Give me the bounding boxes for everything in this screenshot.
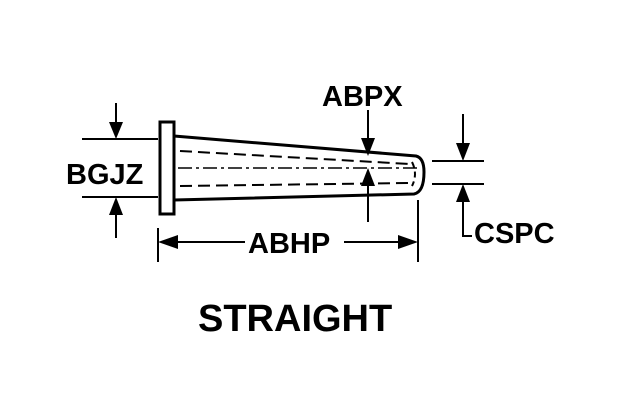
cspc-label: CSPC [474, 218, 555, 250]
cspc-arrow-bottom-head [456, 184, 470, 202]
bgjz-label: BGJZ [66, 159, 143, 191]
diagram-caption: STRAIGHT [198, 298, 392, 340]
bgjz-arrow-top-head [109, 122, 123, 139]
bgjz-arrow-bottom-head [109, 197, 123, 215]
hidden-line-bottom [179, 182, 411, 187]
abpx-arrow-bottom-head [361, 168, 375, 186]
abpx-arrow-top-head [361, 138, 375, 156]
hidden-line-top [179, 150, 411, 165]
abhp-label: ABHP [248, 228, 330, 260]
abhp-arrow-right-head [398, 235, 418, 249]
tapered-body-outline [173, 134, 426, 202]
part-flange [158, 120, 176, 216]
tip-hidden-curve [411, 161, 416, 187]
abpx-label: ABPX [322, 81, 403, 113]
cspc-arrow-bottom-shaft [462, 200, 472, 237]
cspc-arrow-top-head [456, 143, 470, 161]
abhp-arrow-left-head [158, 235, 178, 249]
